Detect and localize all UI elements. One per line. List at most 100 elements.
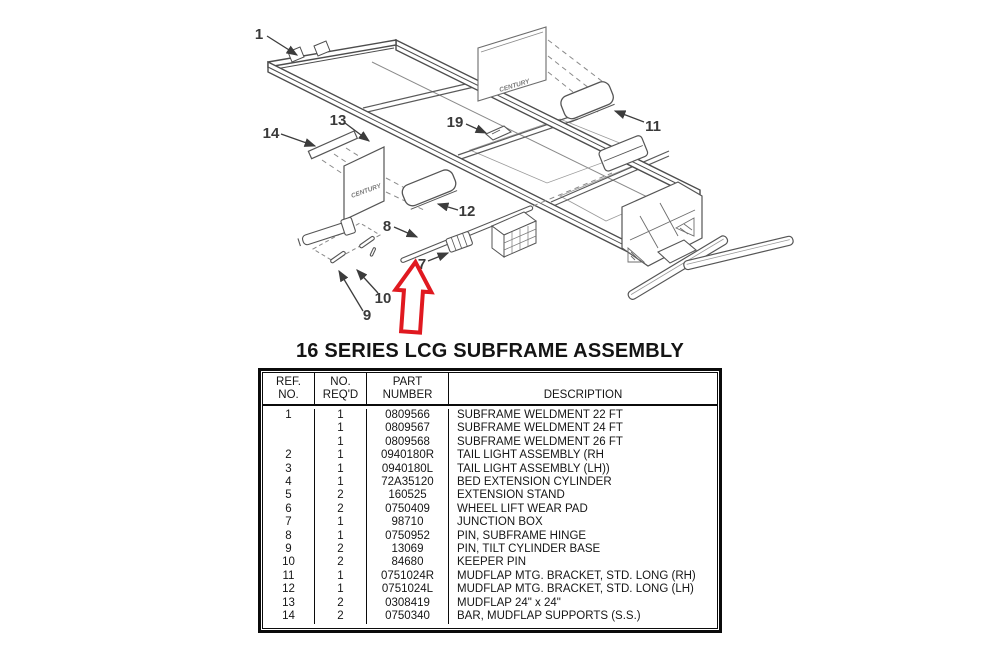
desc-cell: JUNCTION BOX <box>457 516 543 529</box>
parts-table-inner: REF. NO. NO. REQ'D PART NUMBER DESCRIPTI… <box>262 372 718 629</box>
qty-cell: 1 <box>315 435 367 450</box>
desc-cell: MUDFLAP MTG. BRACKET, STD. LONG (LH) <box>457 583 694 596</box>
mudflap-support-bar <box>307 130 359 160</box>
ref-cell: 5 <box>263 489 315 503</box>
ref-cell: 6 <box>263 502 315 517</box>
table-row: 5 2 160525 EXTENSION STAND <box>263 489 717 503</box>
ref-cell <box>263 422 315 436</box>
ref-cell: 13 <box>263 596 315 611</box>
mudflap-bracket-12 <box>401 169 458 210</box>
callout-8: 8 <box>383 218 391 235</box>
parts-table-header: REF. NO. NO. REQ'D PART NUMBER DESCRIPTI… <box>263 373 717 406</box>
parts-table-title: 16 SERIES LCG SUBFRAME ASSEMBLY <box>295 340 685 362</box>
ref-cell: 7 <box>263 516 315 530</box>
callout-1: 1 <box>255 26 263 43</box>
part-cell: 0308419 <box>367 596 449 611</box>
ref-cell: 3 <box>263 462 315 477</box>
ref-cell: 1 <box>263 409 315 423</box>
qty-cell: 1 <box>315 409 367 423</box>
mudflap-plate <box>343 146 385 221</box>
desc-cell: BAR, MUDFLAP SUPPORTS (S.S.) <box>457 610 641 623</box>
part-cell: 72A35120 <box>367 476 449 490</box>
header-part-line2: NUMBER <box>382 389 433 401</box>
part-cell: 0940180L <box>367 462 449 477</box>
desc-cell: MUDFLAP MTG. BRACKET, STD. LONG (RH) <box>457 569 696 582</box>
parts-table-body: 1 1 0809566 SUBFRAME WELDMENT 22 FT 1 08… <box>263 406 717 628</box>
ref-cell: 10 <box>263 556 315 570</box>
red-arrow-marker <box>391 258 435 335</box>
desc-cell: SUBFRAME WELDMENT 22 FT <box>457 409 623 421</box>
ref-cell: 2 <box>263 449 315 463</box>
qty-cell: 1 <box>315 583 367 597</box>
header-ref-line1: REF. <box>276 376 301 388</box>
qty-cell: 1 <box>315 449 367 463</box>
table-row: 1 1 0809566 SUBFRAME WELDMENT 22 FT <box>263 409 717 423</box>
table-row: 3 1 0940180L TAIL LIGHT ASSEMBLY (LH)) <box>263 462 717 477</box>
table-row: 2 1 0940180R TAIL LIGHT ASSEMBLY (RH <box>263 449 717 463</box>
desc-cell: TAIL LIGHT ASSEMBLY (LH)) <box>457 462 610 475</box>
table-row: 10 2 84680 KEEPER PIN <box>263 556 717 570</box>
callout-9: 9 <box>363 307 371 324</box>
frame-rails <box>267 38 701 264</box>
ref-cell: 14 <box>263 610 315 624</box>
header-qty-line2: REQ'D <box>322 389 359 401</box>
callout-labels: 1 13 14 19 11 12 8 7 10 9 <box>255 26 661 324</box>
callout-10: 10 <box>375 290 392 307</box>
part-cell: 13069 <box>367 543 449 557</box>
part-cell: 98710 <box>367 516 449 530</box>
part-cell: 0751024R <box>367 569 449 584</box>
table-row: 8 1 0750952 PIN, SUBFRAME HINGE <box>263 529 717 544</box>
table-row: 1 0809567 SUBFRAME WELDMENT 24 FT <box>263 422 717 436</box>
ref-cell: 8 <box>263 529 315 544</box>
table-row: 14 2 0750340 BAR, MUDFLAP SUPPORTS (S.S.… <box>263 610 717 624</box>
callout-14: 14 <box>263 125 280 142</box>
ref-cell <box>263 435 315 450</box>
desc-cell: TAIL LIGHT ASSEMBLY (RH <box>457 449 604 462</box>
callout-19: 19 <box>447 114 464 131</box>
desc-cell: BED EXTENSION CYLINDER <box>457 476 612 489</box>
tail-light-box <box>598 135 649 172</box>
part-cell: 0809568 <box>367 435 449 450</box>
header-no-reqd: NO. REQ'D <box>315 373 367 404</box>
desc-cell: SUBFRAME WELDMENT 24 FT <box>457 422 623 435</box>
qty-cell: 1 <box>315 422 367 436</box>
table-row: 13 2 0308419 MUDFLAP 24" x 24" <box>263 596 717 611</box>
desc-cell: WHEEL LIFT WEAR PAD <box>457 502 588 515</box>
desc-cell: SUBFRAME WELDMENT 26 FT <box>457 435 623 448</box>
junction-box-7 <box>445 231 473 253</box>
part-cell: 0940180R <box>367 449 449 463</box>
ref-cell: 9 <box>263 543 315 557</box>
callout-11: 11 <box>645 118 661 135</box>
part-cell: 0809566 <box>367 409 449 423</box>
header-desc-line: DESCRIPTION <box>543 389 623 401</box>
table-row: 6 2 0750409 WHEEL LIFT WEAR PAD <box>263 502 717 517</box>
part-cell: 0751024L <box>367 583 449 597</box>
desc-cell: PIN, SUBFRAME HINGE <box>457 529 587 542</box>
qty-cell: 2 <box>315 556 367 570</box>
table-row: 7 1 98710 JUNCTION BOX <box>263 516 717 530</box>
subframe-exploded-diagram: CENTURY <box>255 26 794 335</box>
part-cell: 0750409 <box>367 502 449 517</box>
header-ref-no: REF. NO. <box>263 373 315 404</box>
desc-cell: PIN, TILT CYLINDER BASE <box>457 543 601 556</box>
frame-junction-box <box>491 211 537 258</box>
header-qty-line1: NO. <box>330 376 351 388</box>
qty-cell: 1 <box>315 569 367 584</box>
ref-cell: 12 <box>263 583 315 597</box>
mudflap-assembly-right: CENTURY <box>477 26 649 172</box>
desc-cell: KEEPER PIN <box>457 556 527 569</box>
part-cell: 0809567 <box>367 422 449 436</box>
qty-cell: 1 <box>315 462 367 477</box>
plate-19 <box>484 125 513 141</box>
part-cell: 0750952 <box>367 529 449 544</box>
qty-cell: 2 <box>315 543 367 557</box>
desc-cell: MUDFLAP 24" x 24" <box>457 596 561 609</box>
qty-cell: 1 <box>315 516 367 530</box>
part-cell: 0750340 <box>367 610 449 624</box>
callout-12: 12 <box>459 203 476 220</box>
parts-table: REF. NO. NO. REQ'D PART NUMBER DESCRIPTI… <box>258 368 722 633</box>
qty-cell: 2 <box>315 596 367 611</box>
header-part-line1: PART <box>392 376 423 388</box>
qty-cell: 1 <box>315 529 367 544</box>
